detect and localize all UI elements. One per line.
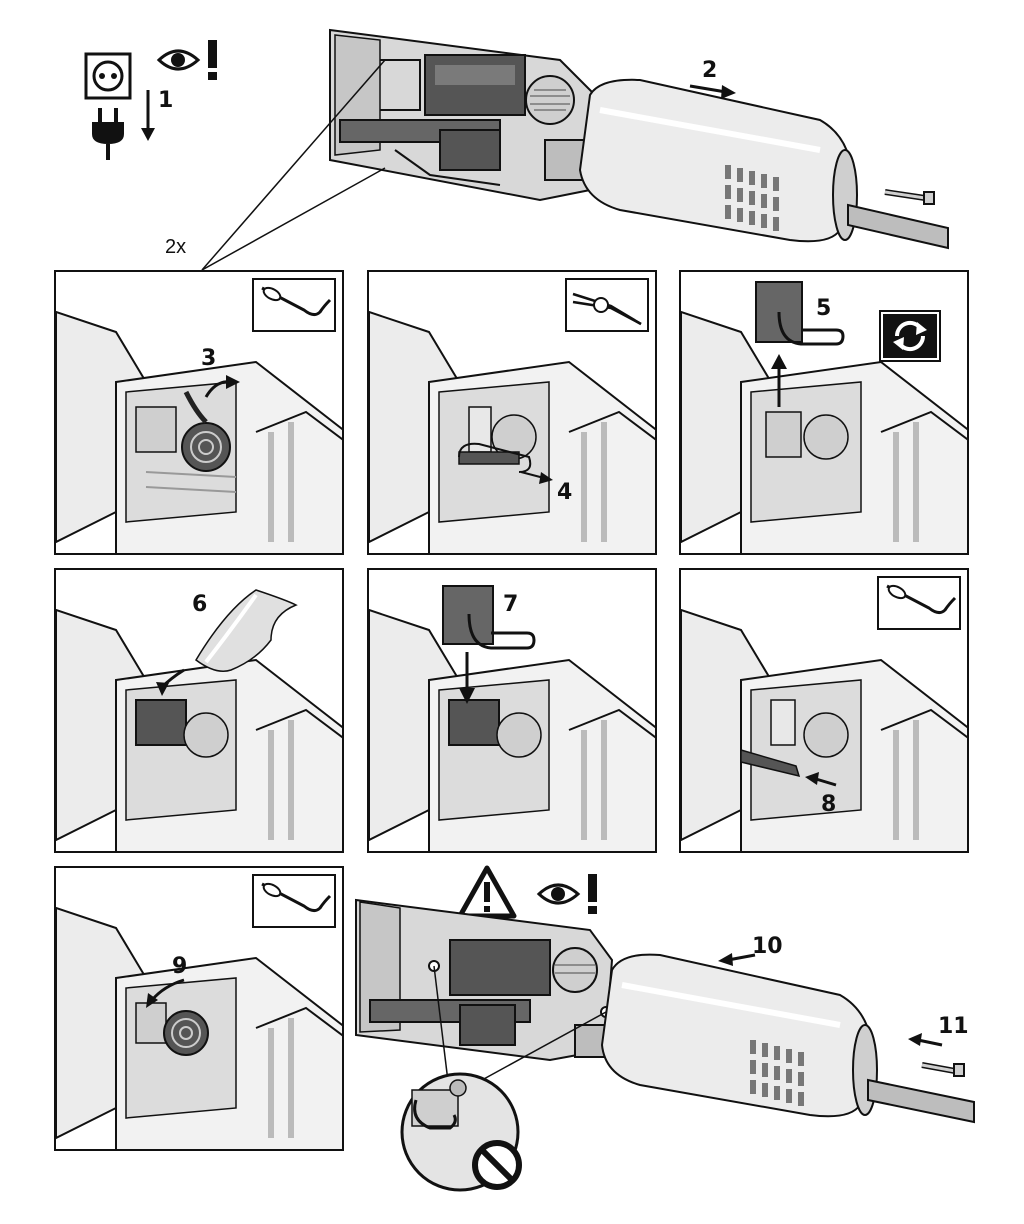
step-1-arrow <box>141 90 155 141</box>
panel-step-3-illustration <box>56 310 342 553</box>
reassembly-section: 10 11 <box>350 860 1024 1224</box>
panel-step-9-illustration <box>56 906 342 1149</box>
step-11-label: 11 <box>938 1014 969 1039</box>
pliers-tool-icon <box>565 278 649 332</box>
eye-exclamation-icon <box>156 40 217 80</box>
panel-step-5-illustration <box>681 281 967 553</box>
panel-step-8-illustration <box>681 608 967 851</box>
count-label: 2x <box>165 236 187 258</box>
panel-step-9: 9 <box>54 866 344 1151</box>
panel-step-4-illustration <box>369 310 655 553</box>
panel-step-6: 6 <box>54 568 344 853</box>
step-7-label: 7 <box>503 592 519 617</box>
step-3-label: 3 <box>201 346 217 371</box>
hook-tool-icon <box>252 874 336 928</box>
panel-step-5: 5 <box>679 270 969 555</box>
panel-step-7-illustration <box>369 585 655 851</box>
step-9-label: 9 <box>172 954 188 979</box>
prohibition-icon <box>472 1140 522 1190</box>
plug-and-socket-icon <box>84 52 132 160</box>
tool-overview-illustration <box>201 28 949 270</box>
replace-cycle-icon <box>879 310 941 362</box>
hook-tool-icon <box>877 576 961 630</box>
eye-exclamation-icon <box>536 874 597 914</box>
panel-step-7: 7 <box>367 568 657 853</box>
hook-tool-icon <box>252 278 336 332</box>
panel-step-4: 4 <box>367 270 657 555</box>
step-10-label: 10 <box>752 934 783 959</box>
step-2-label: 2 <box>702 58 718 83</box>
step-1-label: 1 <box>158 88 174 113</box>
step-4-label: 4 <box>557 480 573 505</box>
step-6-label: 6 <box>192 592 208 617</box>
step-8-label: 8 <box>821 792 837 817</box>
panel-step-8: 8 <box>679 568 969 853</box>
panel-step-3: 3 <box>54 270 344 555</box>
tool-reassembly-illustration <box>355 898 975 1192</box>
step-5-label: 5 <box>816 296 832 321</box>
panel-step-6-illustration <box>56 589 342 851</box>
top-section: 1 <box>0 0 1024 270</box>
